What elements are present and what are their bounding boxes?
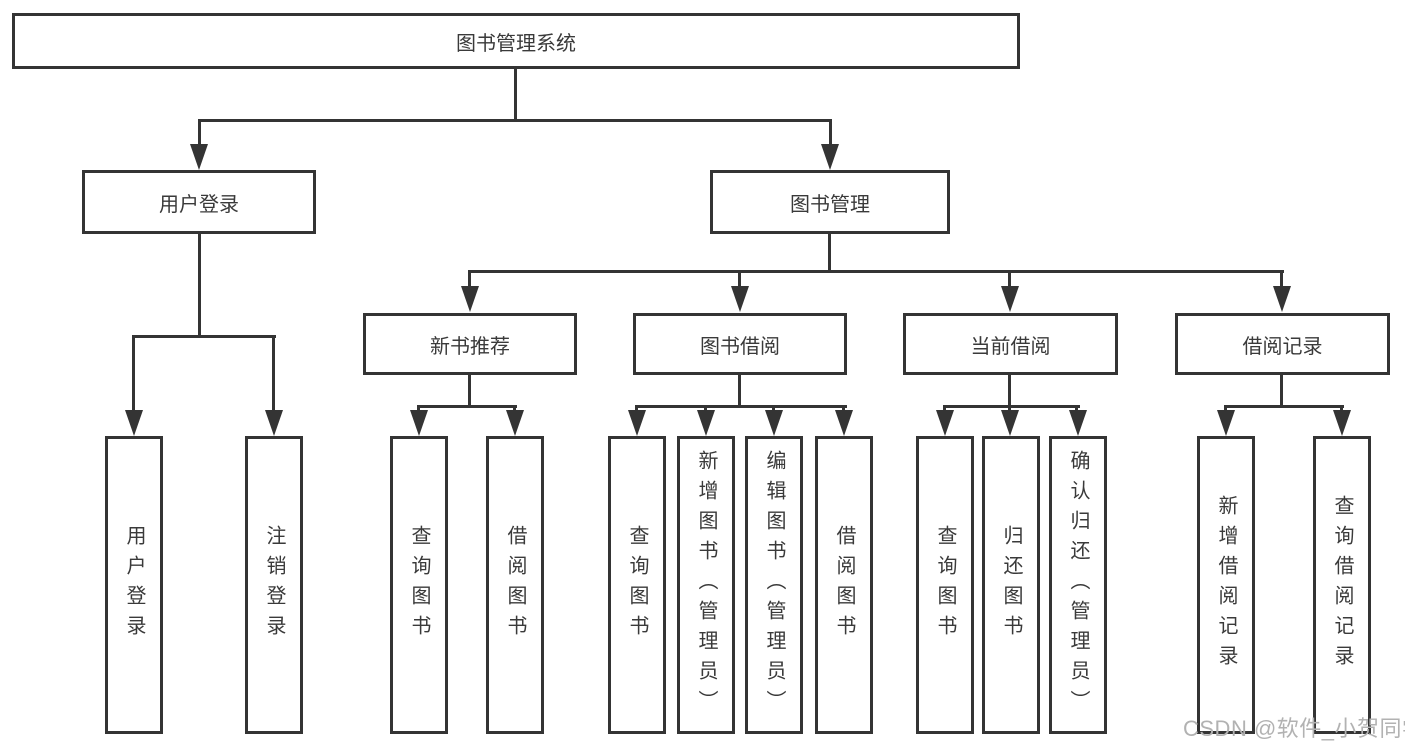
- arrowhead-icon: [461, 286, 479, 312]
- arrowhead-icon: [265, 410, 283, 436]
- arrowhead-icon: [1001, 286, 1019, 312]
- connector-book-borrow-branch: [635, 405, 847, 408]
- connector-new-book-branch: [417, 405, 517, 408]
- connector-user-login-drop: [198, 119, 201, 147]
- connector-leaf-drop: [704, 405, 707, 414]
- connector-leaf-drop: [1075, 405, 1078, 414]
- connector-borrow-records-drop: [1280, 270, 1283, 288]
- connector-leaf-drop: [1224, 405, 1227, 414]
- connector-login-leaf-drop: [132, 335, 135, 412]
- connector-logout-leaf-drop: [272, 335, 275, 412]
- leaf-add-borrow-record: 新增借阅记录: [1197, 436, 1255, 734]
- arrowhead-icon: [835, 410, 853, 436]
- node-current-borrowing: 当前借阅: [903, 313, 1118, 375]
- connector-current-borrow-stem: [1008, 375, 1011, 408]
- connector-current-borrow-drop: [1008, 270, 1011, 288]
- node-book-borrowing: 图书借阅: [633, 313, 847, 375]
- arrowhead-icon: [190, 144, 208, 170]
- arrowhead-icon: [1333, 410, 1351, 436]
- node-user-login: 用户登录: [82, 170, 316, 234]
- connector-new-book-stem: [468, 375, 471, 408]
- connector-new-book-drop: [468, 270, 471, 288]
- node-new-book-recommend: 新书推荐: [363, 313, 577, 375]
- connector-root-stem: [514, 69, 517, 122]
- leaf-borrow-books-recommend: 借阅图书: [486, 436, 544, 734]
- connector-book-borrow-drop: [738, 270, 741, 288]
- connector-borrow-records-stem: [1280, 375, 1283, 408]
- connector-leaf-drop: [635, 405, 638, 414]
- connector-leaf-drop: [513, 405, 516, 414]
- leaf-add-books-admin: 新增图书（管理员）: [677, 436, 735, 734]
- arrowhead-icon: [1001, 410, 1019, 436]
- connector-leaf-drop: [772, 405, 775, 414]
- arrowhead-icon: [936, 410, 954, 436]
- leaf-confirm-return-admin: 确认归还（管理员）: [1049, 436, 1107, 734]
- connector-book-mgmt-branch: [468, 270, 1284, 273]
- arrowhead-icon: [506, 410, 524, 436]
- connector-leaf-drop: [1340, 405, 1343, 414]
- arrowhead-icon: [697, 410, 715, 436]
- arrowhead-icon: [628, 410, 646, 436]
- leaf-edit-books-admin: 编辑图书（管理员）: [745, 436, 803, 734]
- connector-root-branch: [198, 119, 832, 122]
- connector-user-login-branch: [132, 335, 276, 338]
- leaf-logout: 注销登录: [245, 436, 303, 734]
- connector-book-mgmt-drop: [829, 119, 832, 147]
- leaf-query-books-recommend: 查询图书: [390, 436, 448, 734]
- leaf-query-books-borrowing: 查询图书: [608, 436, 666, 734]
- arrowhead-icon: [765, 410, 783, 436]
- leaf-return-books: 归还图书: [982, 436, 1040, 734]
- connector-book-mgmt-stem: [828, 234, 831, 273]
- arrowhead-icon: [410, 410, 428, 436]
- connector-leaf-drop: [417, 405, 420, 414]
- csdn-watermark: CSDN @软件_小贺同学: [1183, 716, 1405, 741]
- node-book-management: 图书管理: [710, 170, 950, 234]
- leaf-borrow-books-borrowing: 借阅图书: [815, 436, 873, 734]
- connector-current-borrow-branch: [943, 405, 1080, 408]
- connector-leaf-drop: [943, 405, 946, 414]
- connector-leaf-drop: [1008, 405, 1011, 414]
- connector-book-borrow-stem: [738, 375, 741, 408]
- leaf-query-borrow-record: 查询借阅记录: [1313, 436, 1371, 734]
- connector-borrow-records-branch: [1224, 405, 1344, 408]
- node-library-management-system: 图书管理系统: [12, 13, 1020, 69]
- leaf-query-books-current: 查询图书: [916, 436, 974, 734]
- arrowhead-icon: [731, 286, 749, 312]
- arrowhead-icon: [1069, 410, 1087, 436]
- leaf-user-login: 用户登录: [105, 436, 163, 734]
- node-borrow-records: 借阅记录: [1175, 313, 1390, 375]
- arrowhead-icon: [1217, 410, 1235, 436]
- arrowhead-icon: [1273, 286, 1291, 312]
- connector-leaf-drop: [842, 405, 845, 414]
- arrowhead-icon: [125, 410, 143, 436]
- arrowhead-icon: [821, 144, 839, 170]
- connector-user-login-stem: [198, 234, 201, 338]
